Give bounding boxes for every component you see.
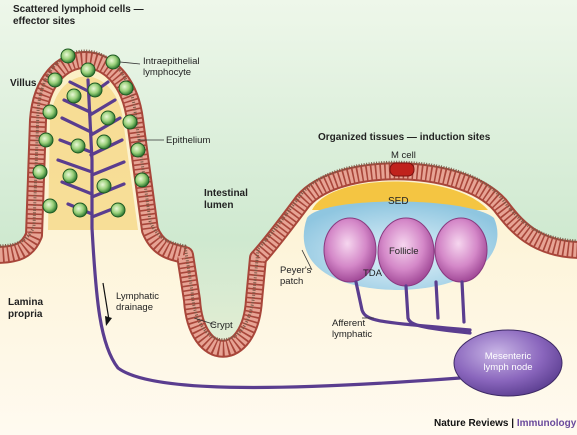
lamina-line1: Lamina — [8, 297, 44, 308]
intraepithelial-lymphocytes — [32, 48, 150, 218]
intestinal-lumen-label: Intestinal lumen — [204, 188, 248, 212]
intestinal-line1: Intestinal — [204, 188, 248, 199]
m-cell-label: M cell — [391, 150, 416, 161]
peyers-line1: Peyer's — [280, 265, 312, 276]
follicle-label: Follicle — [389, 246, 419, 257]
epithelium-label: Epithelium — [166, 135, 211, 146]
scattered-title-line2: effector sites — [13, 16, 76, 27]
tda-label: TDA — [363, 268, 382, 279]
villus-label: Villus — [10, 78, 37, 89]
afferent-lymphatic-label: Afferent lymphatic — [332, 318, 372, 340]
lamina-propria-label: Lamina propria — [8, 297, 43, 321]
organized-tissues-title: Organized tissues — induction sites — [318, 132, 491, 143]
dome-sed — [312, 181, 488, 210]
footer-separator: | — [508, 418, 517, 429]
afferent-lymphatic-vessels — [354, 280, 472, 335]
mesenteric-line1: Mesenteric — [484, 351, 532, 362]
journal-footer: Nature Reviews | Immunology — [434, 418, 576, 429]
footer-publisher: Nature Reviews — [434, 418, 509, 429]
lymphatic-drainage-arrow — [102, 282, 112, 326]
afferent-line2: lymphatic — [332, 329, 373, 340]
epithelium-cells — [0, 53, 577, 356]
afferent-line1: Afferent — [332, 318, 366, 329]
scattered-title: Scattered lymphoid cells — effector site… — [13, 4, 144, 28]
mesenteric-lymph-node-label: Mesenteric lymph node — [470, 351, 546, 373]
intraepithelial-line2: lymphocyte — [143, 67, 192, 78]
scattered-title-line1: Scattered lymphoid cells — — [13, 4, 144, 15]
peyers-patch-label: Peyer's patch — [280, 265, 311, 287]
mesenteric-line2: lymph node — [483, 362, 533, 373]
brush-border — [0, 49, 577, 342]
mesenteric-lymph-node — [453, 329, 563, 397]
peyers-line2: patch — [280, 276, 304, 287]
footer-journal: Immunology — [516, 418, 577, 429]
crypt-label: Crypt — [210, 320, 233, 331]
lymphatic-drainage-label: Lymphatic drainage — [116, 291, 159, 313]
villus-lymphatic-tree — [56, 78, 462, 390]
follicle-right — [434, 217, 488, 283]
follicle-left — [323, 217, 377, 283]
lymphatic-line2: drainage — [116, 302, 153, 313]
intraepithelial-lymphocyte-label: Intraepithelial lymphocyte — [143, 56, 200, 78]
lamina-line2: propria — [8, 309, 43, 320]
intestinal-line2: lumen — [204, 200, 234, 211]
leader-lines — [119, 61, 374, 326]
intraepithelial-line1: Intraepithelial — [143, 56, 200, 67]
sed-label: SED — [388, 196, 409, 207]
lamina-propria-bg — [0, 60, 577, 435]
m-cell — [389, 162, 415, 177]
lymphatic-line1: Lymphatic — [116, 291, 159, 302]
